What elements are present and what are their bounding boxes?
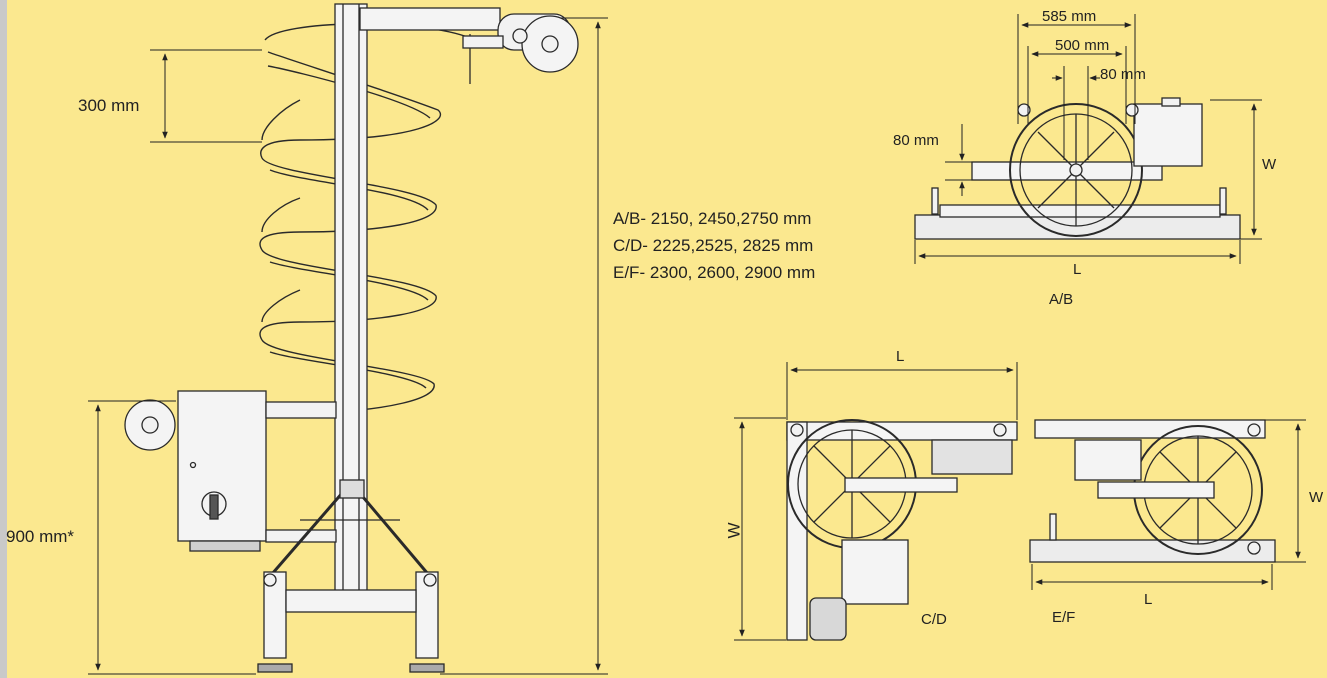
spiral-dimensions — [88, 17, 608, 675]
cd-caption: C/D — [921, 611, 947, 628]
ef-length-label: L — [1144, 591, 1153, 608]
ab-dim-585: 585 mm — [1042, 8, 1097, 25]
view-cd-dimensions — [734, 362, 1018, 641]
ef-width-label: W — [1309, 489, 1324, 506]
ab-dim-500: 500 mm — [1055, 37, 1110, 54]
pitch-dimension-label: 300 mm — [78, 96, 140, 115]
height-line-ef: E/F- 2300, 2600, 2900 mm — [613, 263, 816, 282]
spiral-conveyor-drawing — [124, 3, 579, 673]
view-ef-dimensions — [1031, 419, 1306, 590]
ab-dim-80-side: 80 mm — [893, 132, 939, 149]
view-ab-dimensions — [914, 14, 1262, 264]
ab-width-label: W — [1262, 156, 1277, 173]
view-cd-drawing — [786, 419, 1018, 641]
view-ab-drawing — [914, 97, 1241, 240]
cd-length-label: L — [896, 348, 905, 365]
height-line-cd: C/D- 2225,2525, 2825 mm — [613, 236, 814, 255]
view-ef-drawing — [1029, 419, 1276, 563]
height-line-ab: A/B- 2150, 2450,2750 mm — [613, 209, 812, 228]
ef-caption: E/F — [1052, 609, 1076, 626]
ab-length-label: L — [1073, 261, 1082, 278]
ab-caption: A/B — [1049, 291, 1074, 308]
spiral-track — [259, 23, 471, 413]
page-edge-strip — [0, 0, 7, 678]
ab-dim-80-top: 80 mm — [1100, 66, 1146, 83]
cd-width-label: W — [724, 522, 744, 539]
infeed-height-label: 900 mm* — [6, 527, 75, 546]
